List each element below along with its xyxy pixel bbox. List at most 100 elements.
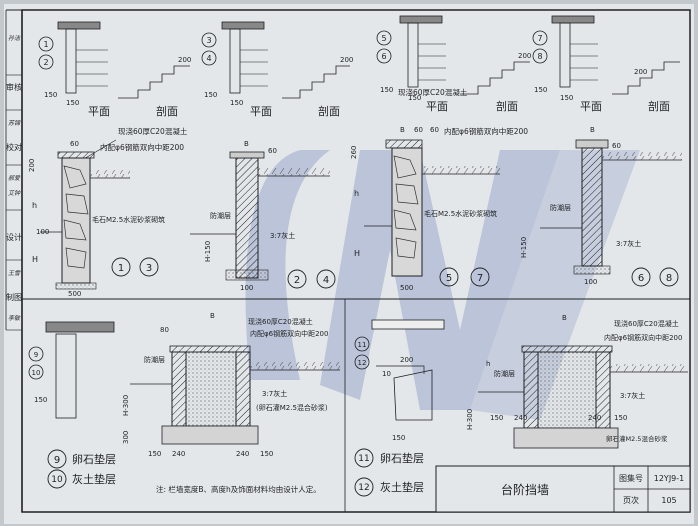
- dim-label: 150: [380, 86, 393, 94]
- circle-label: 1: [118, 263, 124, 274]
- damp-layer-c: 防潮层: [144, 355, 165, 364]
- dim-label: 150: [560, 94, 573, 102]
- dim-label: h: [354, 189, 359, 198]
- lime-soil-b: 3:7灰土: [616, 239, 641, 248]
- dim-label: 300: [122, 431, 130, 444]
- rebar-note-c: 内配φ6钢筋双向中距200: [250, 329, 328, 338]
- dim-label: B: [562, 314, 567, 322]
- dim-label: 150: [490, 414, 503, 422]
- bottom-row: 9 10 150 B 现浇60厚C20混凝土 内配φ6钢筋双向中距200 80 …: [28, 312, 688, 497]
- legend: 9 卵石垫层 10 灰土垫层 11 卵石垫层 12 灰土垫层: [47, 448, 424, 497]
- plan-label-a: 平面: [88, 105, 110, 118]
- rebar-note-d: 内配φ6钢筋双向中距200: [604, 333, 682, 342]
- plan-label-d: 平面: [580, 100, 602, 113]
- dim-label: 150: [408, 94, 421, 102]
- dim-label: 240: [236, 450, 249, 458]
- dim-label: B: [210, 312, 215, 320]
- circle-label-6: 6: [381, 52, 386, 61]
- dim-label: 500: [68, 290, 81, 298]
- rebar-note-b: 内配φ6钢筋双向中距200: [444, 126, 528, 136]
- rebar-note-a: 内配φ6钢筋双向中距200: [100, 142, 184, 152]
- signature-1: 孙洁: [8, 34, 21, 42]
- lime-soil-c: 3:7灰土: [262, 389, 287, 398]
- masonry-note-a: 毛石M2.5水泥砂浆砌筑: [92, 215, 165, 224]
- dim-label: 10: [382, 370, 391, 378]
- dim-label: 80: [160, 326, 169, 334]
- title-block: 台阶挡墙 图集号 12YJ9-1 页次 105: [435, 465, 691, 513]
- legend-text-10: 灰土垫层: [72, 472, 116, 486]
- dim-label: 60: [430, 126, 439, 134]
- circle-label: 2: [294, 275, 300, 286]
- pebble-mortar-a: (卵石灌M2.5混合砂浆): [256, 403, 328, 412]
- circle-label-1: 1: [43, 40, 48, 49]
- dim-label: 200: [340, 56, 353, 64]
- plan-7-8: 7 8 150 150 平面: [532, 15, 602, 113]
- legend-num: 10: [51, 475, 63, 485]
- lime-soil-a: 3:7灰土: [270, 231, 295, 240]
- brick-wall-6-8: B 60 防潮层 3:7灰土 H-150 100 6 8: [520, 126, 682, 287]
- circle-label-2: 2: [43, 58, 48, 67]
- dim-label: 60: [268, 147, 277, 155]
- dim-label: 100: [584, 278, 597, 286]
- dim-label: 200: [178, 56, 191, 64]
- lime-soil-d: 3:7灰土: [620, 391, 645, 400]
- atlas-label: 图集号: [619, 473, 643, 483]
- dim-label: 150: [534, 86, 547, 94]
- side-strip: 审核 校对 设计 制图 孙洁 苏锦 郝爱 艾钟 王雪 李敏: [5, 9, 23, 512]
- legend-text-9: 卵石垫层: [72, 452, 116, 466]
- section-5-6: 200 剖面: [460, 52, 531, 113]
- dim-label: H: [354, 249, 360, 258]
- detail-9-10: 9 10 150 B 现浇60厚C20混凝土 内配φ6钢筋双向中距200 80 …: [28, 312, 340, 458]
- side-label-design: 设计: [6, 232, 22, 242]
- top-row: 1 2 150 150 平面 200 剖面 3 4 150 150 平面: [38, 15, 680, 118]
- dim-label: 150: [66, 99, 79, 107]
- circle-label-3: 3: [206, 36, 211, 45]
- pebble-mortar-b: 卵石灌M2.5混合砂浆: [606, 434, 668, 443]
- rubble-wall-1-3: 200 h H 500 60 100 毛石M2.5水泥砂浆砌筑 1 3: [28, 140, 165, 298]
- circle-label-7: 7: [537, 34, 542, 43]
- circle-label: 3: [146, 263, 152, 274]
- legend-text-11: 卵石垫层: [380, 451, 424, 465]
- circle-label: 7: [477, 273, 483, 284]
- signature-6: 李敏: [8, 314, 21, 322]
- drawing-title: 台阶挡墙: [501, 482, 549, 497]
- dim-label: 240: [588, 414, 601, 422]
- section-label-d: 剖面: [648, 99, 670, 113]
- dim-label: 260: [350, 146, 358, 159]
- damp-layer-b: 防潮层: [550, 203, 571, 212]
- circle-label: 10: [32, 369, 41, 377]
- concrete-note-b: 现浇60厚C20混凝土: [398, 87, 468, 97]
- dim-label: B: [590, 126, 595, 134]
- circle-label: 5: [446, 273, 452, 284]
- concrete-note-c: 现浇60厚C20混凝土: [248, 317, 313, 326]
- circle-label: 4: [323, 275, 329, 286]
- side-label-review: 审核: [6, 82, 22, 92]
- circle-label-5: 5: [381, 34, 386, 43]
- plan-1-2: 1 2 150 150 平面: [38, 21, 110, 118]
- concrete-note-d: 现浇60厚C20混凝土: [614, 319, 679, 328]
- dim-label: B: [400, 126, 405, 134]
- signature-3: 郝爱: [8, 174, 21, 182]
- circle-label: 12: [358, 359, 367, 367]
- section-7-8: 200 剖面: [612, 61, 680, 113]
- dim-label: H: [32, 255, 38, 264]
- dim-label: 200: [400, 356, 413, 364]
- concrete-note-a: 现浇60厚C20混凝土: [118, 126, 188, 136]
- damp-layer-a: 防潮层: [210, 211, 231, 220]
- legend-num: 12: [358, 483, 369, 493]
- circle-label-4: 4: [206, 54, 211, 63]
- circle-label-8: 8: [537, 52, 542, 61]
- dim-label: H-300: [466, 409, 474, 430]
- dim-label: 150: [204, 91, 217, 99]
- page-label: 页次: [623, 495, 639, 505]
- circle-label: 8: [666, 273, 672, 284]
- dim-label: H-150: [204, 241, 212, 262]
- section-label-c: 剖面: [496, 99, 518, 113]
- general-note: 注: 栏墙宽度B、高度h及饰面材料均由设计人定。: [156, 484, 321, 494]
- middle-row: 现浇60厚C20混凝土 内配φ6钢筋双向中距200 现浇60厚C20混凝土 内配…: [28, 87, 682, 298]
- dim-label: 60: [414, 126, 423, 134]
- dim-label: 100: [36, 228, 49, 236]
- dim-label: 150: [34, 396, 47, 404]
- plan-3-4: 3 4 150 150 平面: [201, 21, 272, 118]
